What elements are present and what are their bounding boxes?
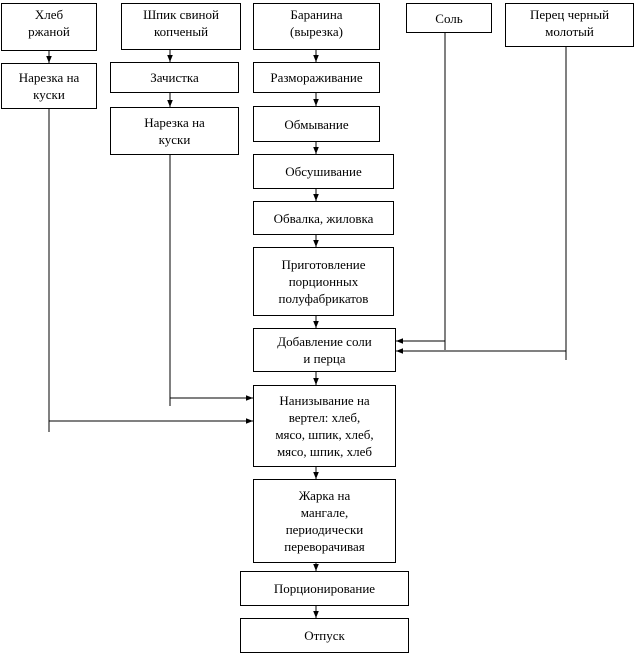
- node-defrost: Размораживание: [253, 62, 380, 93]
- node-skewer: Нанизывание на вертел: хлеб, мясо, шпик,…: [253, 385, 396, 467]
- node-portion-prep: Приготовление порционных полуфабрикатов: [253, 247, 394, 316]
- arrow-bacon-slice-to-skewer: [169, 155, 253, 406]
- node-serve-label: Отпуск: [304, 628, 345, 643]
- node-bacon-slice: Нарезка на куски: [110, 107, 239, 155]
- node-defrost-label: Размораживание: [270, 70, 363, 85]
- node-bacon-label: Шпик свиной копченый: [143, 7, 219, 39]
- arrow-salt-to-saltpepper: [396, 33, 446, 350]
- node-salt: Соль: [406, 3, 492, 33]
- node-bacon-clean: Зачистка: [110, 62, 239, 93]
- node-grill-label: Жарка на мангале, периодически переворач…: [284, 488, 365, 554]
- node-lamb: Баранина (вырезка): [253, 3, 380, 50]
- node-bread-slice: Нарезка на куски: [1, 63, 97, 109]
- node-bacon-clean-label: Зачистка: [150, 70, 199, 85]
- node-pepper-label: Перец черный молотый: [529, 7, 610, 39]
- node-wash-label: Обмывание: [284, 116, 349, 132]
- node-dry: Обсушивание: [253, 154, 394, 189]
- node-wash: Обмывание: [253, 106, 380, 142]
- node-lamb-label: Баранина (вырезка): [290, 7, 343, 39]
- node-debone: Обвалка, жиловка: [253, 201, 394, 235]
- node-grill: Жарка на мангале, периодически переворач…: [253, 479, 396, 563]
- arrow-bread-slice-to-skewer: [48, 109, 253, 432]
- node-dry-label: Обсушивание: [285, 164, 362, 179]
- node-bacon: Шпик свиной копченый: [121, 3, 241, 50]
- arrow-pepper-to-saltpepper: [396, 47, 567, 360]
- node-bread-label: Хлеб ржаной: [28, 7, 70, 39]
- node-salt-pepper-label: Добавление соли и перца: [277, 334, 372, 366]
- node-portioning-label: Порционирование: [273, 581, 376, 596]
- node-bread-slice-label: Нарезка на куски: [18, 70, 80, 102]
- node-bacon-slice-label: Нарезка на куски: [144, 115, 205, 147]
- node-salt-pepper: Добавление соли и перца: [253, 328, 396, 372]
- node-salt-label: Соль: [435, 10, 463, 26]
- node-pepper: Перец черный молотый: [505, 3, 634, 47]
- node-debone-label: Обвалка, жиловка: [273, 210, 374, 226]
- node-portion-prep-label: Приготовление порционных полуфабрикатов: [278, 257, 369, 306]
- node-serve: Отпуск: [240, 618, 409, 653]
- node-portioning: Порционирование: [240, 571, 409, 606]
- node-bread: Хлеб ржаной: [1, 3, 97, 51]
- node-skewer-label: Нанизывание на вертел: хлеб, мясо, шпик,…: [275, 393, 374, 459]
